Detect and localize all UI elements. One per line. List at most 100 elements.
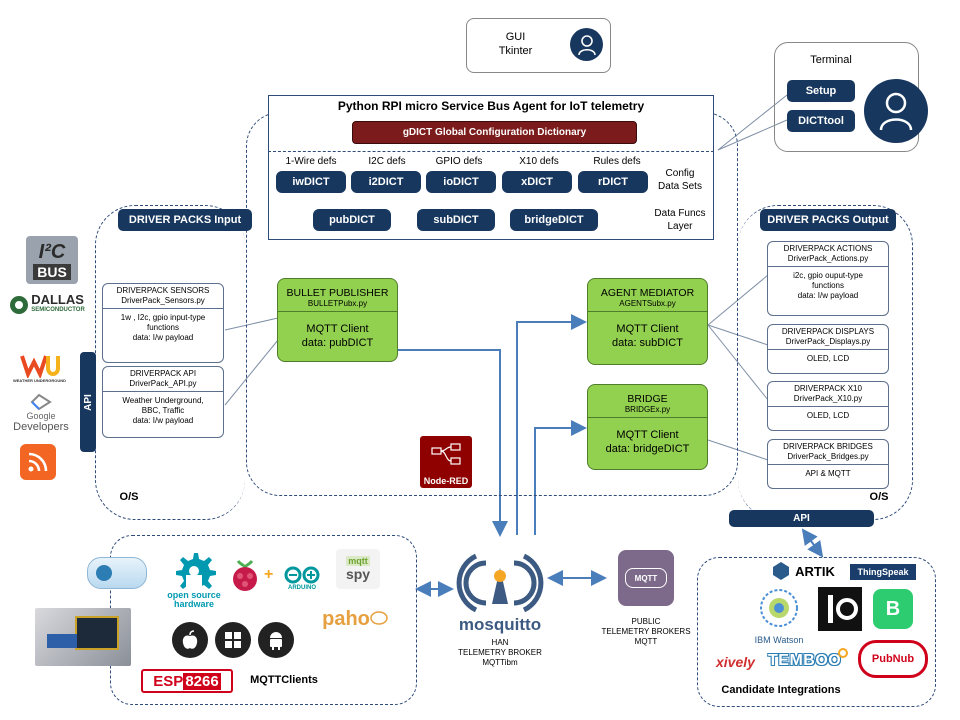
xively-logo: xively (716, 654, 755, 670)
setup-button[interactable]: Setup (787, 80, 855, 102)
dicttool-button[interactable]: DICTtool (787, 110, 855, 132)
esp-num-text: 8266 (183, 672, 221, 690)
driverpack-x10[interactable]: DRIVERPACK X10 DriverPack_X10.py OLED, L… (767, 381, 889, 431)
pack-file: DriverPack_Bridges.py (787, 452, 869, 461)
config-label-line1: Config (665, 168, 695, 179)
raspberry-pi-icon (228, 557, 262, 593)
temboo-logo: TEMBOO (768, 652, 842, 669)
driverpack-displays[interactable]: DRIVERPACK DISPLAYS DriverPack_Displays.… (767, 324, 889, 374)
driverpack-sensors[interactable]: DRIVERPACK SENSORS DriverPack_Sensors.py… (102, 283, 224, 363)
gui-label: GUI Tkinter (478, 30, 553, 58)
windows-icon (215, 622, 251, 658)
i2c-text: I²C (38, 240, 66, 263)
pubnub-logo: PubNub (858, 640, 928, 678)
pack-desc: Weather Underground, (122, 396, 204, 405)
terminal-title: Terminal (810, 54, 852, 66)
xdict-button[interactable]: xDICT (502, 171, 572, 193)
nodered-icon (431, 443, 461, 465)
driverpack-bridges[interactable]: DRIVERPACK BRIDGES DriverPack_Bridges.py… (767, 439, 889, 489)
open-source-hardware-logo: open source hardware (163, 548, 225, 612)
api-bottom-tab[interactable]: API (729, 510, 874, 527)
pack-file: DriverPack_Displays.py (785, 337, 871, 346)
driver-output-header[interactable]: DRIVER PACKS Output (760, 209, 896, 231)
driverpack-api[interactable]: DRIVERPACK API DriverPack_API.py Weather… (102, 366, 224, 438)
gdict-bar[interactable]: gDICT Global Configuration Dictionary (352, 121, 637, 144)
pack-name: DRIVERPACK ACTIONS (783, 244, 873, 253)
def-label-x10: X10 defs (519, 156, 559, 167)
artik-icon (773, 562, 790, 580)
gui-user-icon (570, 28, 603, 61)
bridge-title: BRIDGE (627, 393, 668, 405)
def-label-i2c: I2C defs (368, 156, 406, 167)
agent-mediator-box[interactable]: AGENT MEDIATOR AGENTSubx.py MQTT Client … (587, 278, 708, 365)
pack-desc: data: I/w payload (132, 333, 194, 342)
pack-desc: data: I/w payload (797, 291, 859, 300)
device-photo (35, 608, 131, 666)
plus-icon: + (264, 566, 274, 583)
arduino-logo: ARDUINO (278, 562, 326, 594)
bridge-line2: data: bridgeDICT (605, 443, 690, 455)
pack-desc: BBC, Traffic (141, 406, 185, 415)
api-left-tab[interactable]: API (80, 352, 96, 452)
pack-file: DriverPack_X10.py (793, 394, 863, 403)
esp-text: ESP (153, 672, 184, 690)
dallas-icon (10, 296, 29, 314)
mqtt-cloud: MQTT (625, 568, 667, 588)
mqtt-cloud-text: MQTT (634, 573, 658, 583)
apple-icon (172, 622, 208, 658)
config-data-sets-label: Config Data Sets (650, 167, 710, 193)
gui-box (466, 18, 611, 73)
mqtt-clients-label: MQTTClients (250, 674, 318, 686)
google-developers-logo: Google Developers (10, 390, 72, 435)
bullet-file: BULLETPubx.py (278, 299, 397, 312)
bridge-line1: MQTT Client (616, 429, 679, 441)
broker-caption: HAN TELEMETRY BROKER MQTTibm (440, 638, 560, 668)
wu-text: WEATHER UNDERGROUND (12, 377, 67, 383)
pack-name: DRIVERPACK BRIDGES (783, 442, 873, 451)
bullet-publisher-box[interactable]: BULLET PUBLISHER BULLETPubx.py MQTT Clie… (277, 278, 398, 362)
pack-name: DRIVERPACK API (129, 369, 197, 378)
wu-icon (19, 354, 60, 378)
agent-divider (268, 151, 714, 152)
bullet-title: BULLET PUBLISHER (286, 287, 389, 299)
subdict-button[interactable]: subDICT (417, 209, 495, 231)
i2dict-button[interactable]: i2DICT (351, 171, 421, 193)
pack-file: DriverPack_API.py (129, 379, 197, 388)
bridgedict-button[interactable]: bridgeDICT (510, 209, 598, 231)
integrations-label: Candidate Integrations (721, 684, 841, 696)
iodict-button[interactable]: ioDICT (426, 171, 496, 193)
bridge-box[interactable]: BRIDGE BRIDGEx.py MQTT Client data: brid… (587, 384, 708, 470)
def-label-rules: Rules defs (593, 156, 641, 167)
public-broker-caption: PUBLIC TELEMETRY BROKERS MQTT (596, 617, 696, 647)
config-label-line2: Data Sets (658, 181, 702, 192)
broker-line3: MQTTibm (482, 658, 518, 667)
pubdict-button[interactable]: pubDICT (313, 209, 391, 231)
dallas-text: DALLAS (31, 292, 84, 307)
integrations-region (697, 557, 936, 707)
mqttspy-top-text: mqtt (346, 556, 370, 566)
google-dev-icon (30, 393, 52, 410)
nodered-label: Node-RED (423, 476, 469, 486)
mediator-title: AGENT MEDIATOR (600, 287, 695, 299)
rdict-button[interactable]: rDICT (578, 171, 648, 193)
pack-desc: API & MQTT (805, 469, 851, 478)
iwdict-button[interactable]: iwDICT (276, 171, 346, 193)
func-label-line2: Layer (667, 221, 693, 232)
io-logo (818, 587, 862, 631)
os-right-label: O/S (869, 491, 889, 503)
artik-text: ARTIK (795, 563, 835, 579)
driverpack-actions[interactable]: DRIVERPACK ACTIONS DriverPack_Actions.py… (767, 241, 889, 316)
ibm-watson-logo: IBM Watson (748, 586, 810, 645)
blynk-logo: B (873, 589, 913, 629)
device-module (47, 634, 77, 648)
nodered-logo: Node-RED (420, 436, 472, 488)
pack-file: DriverPack_Sensors.py (121, 296, 205, 305)
paho-text: paho (322, 607, 370, 630)
dash-button-circle (96, 565, 112, 581)
amazon-dash-button (87, 557, 147, 589)
def-label-gpio: GPIO defs (435, 156, 483, 167)
developers-text: Developers (13, 420, 69, 433)
watson-icon (760, 589, 798, 627)
driver-input-header[interactable]: DRIVER PACKS Input (118, 209, 252, 231)
